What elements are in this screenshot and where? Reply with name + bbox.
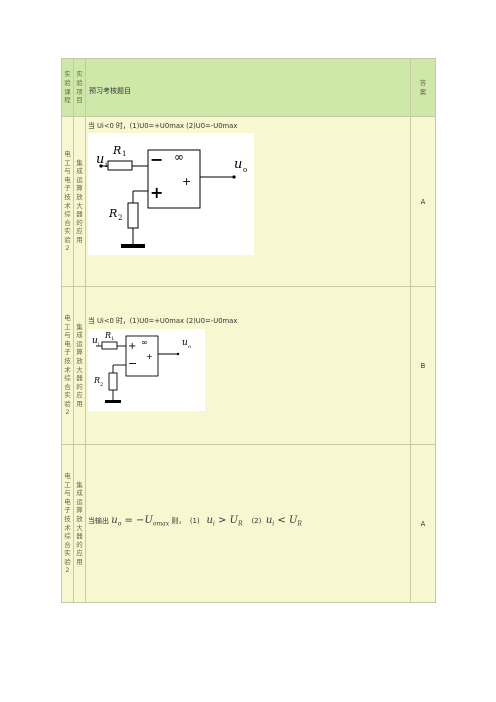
svg-text:1: 1 (111, 336, 114, 342)
answer-cell: A (410, 444, 436, 603)
svg-text:i: i (105, 161, 108, 169)
svg-text:2: 2 (118, 214, 122, 222)
quiz-table: 实验课程 实验项目 预习考核题目 答案 电工与电子技术综合实验2 集成运算放大器… (61, 58, 436, 603)
svg-text:R: R (108, 207, 117, 220)
question-cell: 当 Ui<0 时，(1)U0=+U0max (2)U0=-U0max u i R… (85, 116, 411, 287)
course-cell: 电工与电子技术综合实验2 (61, 444, 74, 603)
svg-text:+: + (182, 175, 191, 188)
table-row: 电工与电子技术综合实验2 集成运算放大器的应用 当输出 uo = −Uomax … (61, 444, 436, 603)
ui-label: u (92, 336, 98, 346)
header-answer: 答案 (410, 58, 436, 117)
svg-text:+: + (146, 352, 153, 361)
svg-text:R: R (104, 331, 111, 340)
minus-sign: − (128, 357, 137, 370)
project-cell: 集成运算放大器的应用 (73, 116, 86, 287)
ground-icon (105, 400, 121, 403)
svg-text:o: o (188, 344, 191, 350)
course-cell: 电工与电子技术综合实验2 (61, 286, 74, 445)
ground-icon (121, 244, 145, 248)
question-cell: 当 Ui<0 时，(1)U0=+U0max (2)U0=-U0max u i R… (85, 286, 411, 445)
svg-text:R: R (93, 376, 100, 385)
svg-text:1: 1 (122, 150, 126, 158)
minus-sign: − (150, 150, 163, 169)
infinity-sign: ∞ (141, 338, 148, 347)
answer-cell: A (410, 116, 436, 287)
option-1-label: (1) (189, 517, 200, 525)
header-question: 预习考核题目 (85, 58, 411, 117)
svg-text:R: R (112, 144, 121, 157)
ui-label: u (96, 152, 104, 167)
comparator-circuit-2: u i R 1 + − ∞ + u o R 2 (88, 329, 205, 411)
op-amp-box (125, 335, 159, 377)
svg-text:2: 2 (100, 382, 103, 388)
uo-label: u (234, 157, 242, 172)
uo-label: u (182, 338, 188, 348)
comparator-circuit-1: u i R 1 − + ∞ + u o R (88, 133, 254, 255)
course-cell: 电工与电子技术综合实验2 (61, 116, 74, 287)
comparator-formula: 当输出 uo = −Uomax 则， (1) ui > UR (2) ui < … (88, 515, 302, 528)
infinity-sign: ∞ (174, 150, 184, 164)
header-project: 实验项目 (73, 58, 86, 117)
option-2-label: (2) (251, 517, 262, 525)
project-cell: 集成运算放大器的应用 (73, 286, 86, 445)
plus-sign: + (128, 341, 136, 352)
plus-sign: + (150, 183, 163, 202)
header-course: 实验课程 (61, 58, 74, 117)
op-amp-box (147, 149, 201, 209)
svg-text:i: i (98, 342, 100, 348)
table-header: 实验课程 实验项目 预习考核题目 答案 (61, 58, 436, 117)
table-row: 电工与电子技术综合实验2 集成运算放大器的应用 当 Ui<0 时，(1)U0=+… (61, 116, 436, 287)
project-cell: 集成运算放大器的应用 (73, 444, 86, 603)
table-row: 电工与电子技术综合实验2 集成运算放大器的应用 当 Ui<0 时，(1)U0=+… (61, 286, 436, 445)
question-cell: 当输出 uo = −Uomax 则， (1) ui > UR (2) ui < … (85, 444, 411, 603)
answer-cell: B (410, 286, 436, 445)
resistor-r1 (101, 341, 118, 350)
svg-text:o: o (243, 166, 247, 174)
